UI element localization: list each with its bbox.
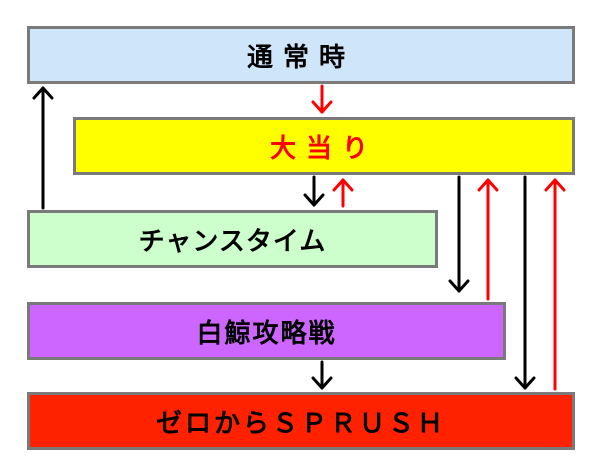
arrow-jackpot-to-chance-time: [303, 175, 325, 207]
arrow-normal-to-jackpot: [311, 84, 333, 114]
arrow-jackpot-to-hakugei: [448, 175, 470, 293]
state-jackpot-box: 大当り: [73, 117, 575, 175]
state-chance-time-label: チャンスタイム: [138, 226, 327, 257]
arrow-zero-rush-to-jackpot: [544, 178, 566, 391]
arrow-chance-time-to-normal: [32, 86, 54, 210]
state-zero-rush-label: ゼロからＳＰＲＵＳＨ: [155, 408, 446, 439]
state-jackpot-label: 大当り: [269, 133, 378, 164]
state-zero-rush-box: ゼロからＳＰＲＵＳＨ: [27, 392, 575, 450]
arrow-hakugei-to-jackpot: [477, 178, 499, 301]
state-hakugei-box: 白鯨攻略戦: [27, 302, 506, 360]
arrow-hakugei-to-zero-rush: [311, 360, 333, 390]
arrow-jackpot-to-zero-rush: [514, 175, 536, 390]
state-hakugei-label: 白鯨攻略戦: [196, 318, 337, 349]
arrow-chance-time-to-jackpot: [332, 178, 354, 208]
state-chance-time-box: チャンスタイム: [27, 210, 438, 268]
state-normal-label: 通常時: [246, 42, 355, 73]
state-normal-box: 通常時: [27, 26, 575, 84]
